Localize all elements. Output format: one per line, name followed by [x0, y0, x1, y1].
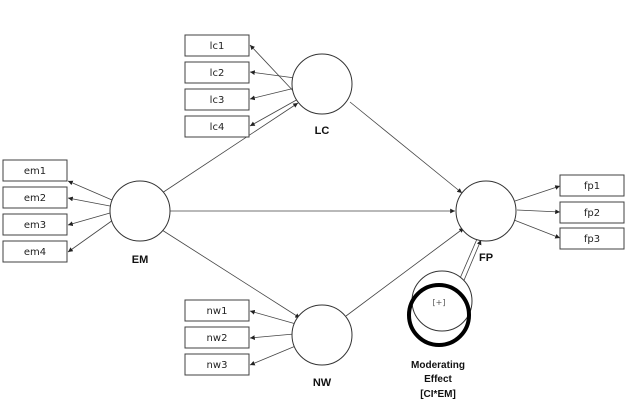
edge-moderator-fp-b: [461, 239, 482, 286]
edge-em-nw: [161, 229, 301, 319]
indicator-label-nw2: nw2: [207, 333, 228, 344]
indicator-box-lc1[interactable]: [184, 34, 250, 57]
indicator-box-nw1[interactable]: [184, 299, 250, 322]
construct-label-em: EM: [132, 254, 149, 266]
edge-em-em2: [67, 196, 111, 207]
indicator-box-nw3[interactable]: [184, 353, 250, 376]
indicator-box-nw2[interactable]: [184, 326, 250, 349]
edge-fp-fp2: [516, 209, 561, 215]
edge-nw-nw2: [249, 333, 295, 340]
edge-lc-lc1: [249, 44, 298, 96]
indicator-box-lc3[interactable]: [184, 88, 250, 111]
indicator-label-em3: em3: [24, 220, 46, 231]
edges: [67, 44, 561, 366]
construct-label-nw: NW: [313, 377, 332, 389]
indicator-label-fp1: fp1: [584, 181, 600, 192]
fp-indicators: fp1 fp2 fp3: [559, 174, 625, 250]
construct-node-nw[interactable]: [291, 304, 353, 366]
indicator-box-fp2[interactable]: [559, 201, 625, 224]
moderator-label-line3: [CI*EM]: [420, 389, 456, 400]
edge-em-em1: [67, 180, 113, 201]
edge-lc-fp: [349, 101, 463, 194]
edge-nw-nw1: [249, 309, 297, 325]
edge-em-lc: [161, 102, 299, 194]
em-indicators: em1 em2 em3 em4: [2, 159, 68, 263]
lc-indicators: lc1 lc2 lc3 lc4: [184, 34, 250, 138]
edge-fp-fp1: [514, 185, 561, 202]
indicator-label-lc2: lc2: [210, 68, 225, 79]
indicator-label-lc3: lc3: [210, 95, 225, 106]
edge-lc-lc4: [249, 97, 301, 127]
edge-em-em3: [67, 212, 111, 226]
edge-fp-fp3: [513, 219, 561, 239]
moderator-label-line1: Moderating: [411, 360, 465, 371]
indicator-label-nw1: nw1: [207, 306, 228, 317]
indicator-box-em4[interactable]: [2, 240, 68, 263]
indicator-label-em1: em1: [24, 166, 46, 177]
moderator-label-line2: Effect: [424, 374, 452, 385]
indicator-label-em4: em4: [24, 247, 46, 258]
indicator-label-em2: em2: [24, 193, 46, 204]
edge-lc-lc2: [249, 70, 296, 79]
indicator-label-lc4: lc4: [210, 122, 225, 133]
indicator-box-fp3[interactable]: [559, 227, 625, 250]
construct-node-fp[interactable]: [455, 180, 517, 242]
indicator-box-em3[interactable]: [2, 213, 68, 236]
construct-label-lc: LC: [315, 125, 330, 137]
edge-nw-nw3: [249, 344, 299, 366]
nw-indicators: nw1 nw2 nw3: [184, 299, 250, 376]
indicator-box-em2[interactable]: [2, 186, 68, 209]
edge-lc-lc3: [249, 87, 296, 101]
indicator-box-lc2[interactable]: [184, 61, 250, 84]
indicator-label-fp2: fp2: [584, 208, 600, 219]
moderator-expand-symbol[interactable]: [+]: [433, 298, 446, 307]
indicator-box-lc4[interactable]: [184, 115, 250, 138]
indicator-box-em1[interactable]: [2, 159, 68, 182]
construct-node-lc[interactable]: [291, 53, 353, 115]
indicator-label-lc1: lc1: [210, 41, 225, 52]
indicator-label-nw3: nw3: [207, 360, 228, 371]
edge-moderator-fp-a: [457, 238, 478, 284]
edge-nw-fp: [345, 227, 465, 317]
indicator-label-fp3: fp3: [584, 234, 600, 245]
indicator-box-fp1[interactable]: [559, 174, 625, 197]
edge-em-em4: [67, 219, 114, 253]
moderator-node-highlight[interactable]: [407, 283, 471, 347]
construct-label-fp: FP: [479, 252, 493, 264]
construct-node-em[interactable]: [109, 180, 171, 242]
